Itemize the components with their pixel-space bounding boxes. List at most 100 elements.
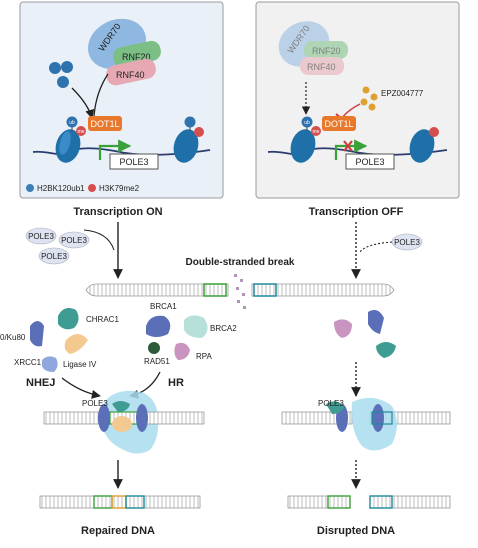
pole3-cloud-icon — [25, 227, 57, 245]
chrac1-floating — [376, 342, 396, 358]
pole3-label: POLE3 — [28, 232, 54, 241]
dna-strand — [32, 147, 211, 156]
ku-ring — [98, 404, 110, 432]
legend-me-swatch — [88, 184, 96, 192]
rad51-protein — [148, 342, 160, 354]
h3k79me2-mark — [194, 127, 204, 137]
repair-complex-right: POLE3 — [281, 397, 451, 451]
ligase-bound — [112, 416, 132, 432]
nucleosome-icon — [409, 129, 435, 163]
rnf20-label: RNF20 — [122, 52, 151, 62]
transcription-on-title: Transcription ON — [73, 206, 162, 218]
disrupted-proteins — [334, 310, 396, 358]
pole3-label: POLE3 — [41, 252, 67, 261]
pole3-gene — [109, 153, 159, 170]
legend-me-label: H3K79me2 — [99, 184, 140, 193]
pole3-recruit-arrow-dashed — [359, 241, 393, 253]
ku80-label: 0/Ku80 — [0, 333, 26, 342]
transcription-start-arrow — [98, 139, 132, 160]
transcription-off-title: Transcription OFF — [309, 206, 404, 218]
legend-ub-label: H2BK120ub1 — [37, 184, 85, 193]
dna-end-green — [327, 495, 351, 509]
h3k79me2-mark — [76, 126, 86, 136]
dot1l-enzyme — [88, 116, 122, 131]
brca2-protein — [184, 315, 208, 338]
ubiquitin-icon — [57, 76, 69, 88]
chrac1-bound — [112, 401, 130, 412]
pole3-cloud-left: POLE3 POLE3 POLE3 — [25, 227, 115, 265]
me-mark-label: me — [78, 129, 85, 135]
dna-end-teal — [125, 495, 145, 509]
nhej-arrow — [61, 377, 101, 399]
dot1l-label: DOT1L — [90, 119, 119, 129]
nucleosome-icon — [173, 129, 199, 163]
repaired-dna-label: Repaired DNA — [81, 525, 155, 537]
dna-end-green — [203, 283, 227, 297]
break-label: Double-stranded break — [186, 257, 295, 268]
disrupted-dna — [287, 495, 451, 509]
ligase-label: Ligase IV — [63, 360, 97, 369]
xrcc1-protein — [42, 356, 58, 372]
ku-ring — [372, 404, 384, 432]
pole3-gene-label: POLE3 — [119, 157, 148, 167]
rad51-label: RAD51 — [144, 357, 170, 366]
repaired-dna — [39, 495, 201, 509]
dna-repaired-strand — [39, 495, 201, 509]
hr-proteins: BRCA1 BRCA2 RAD51 RPA HR — [144, 302, 237, 389]
brca1-protein — [146, 315, 171, 337]
panel-transcription-on: WDR70 RNF20 RNF40 ub me DOT1L POLE3 — [19, 1, 224, 199]
ubiquitin-transfer-arrow — [71, 87, 95, 119]
rnf40-protein — [106, 58, 156, 86]
pole3-gene-label: POLE3 — [355, 157, 384, 167]
nucleosome-highlight — [59, 131, 71, 155]
h3k79me2-mark — [429, 127, 439, 137]
brca1-label: BRCA1 — [150, 302, 177, 311]
chrac1-bound — [326, 401, 344, 414]
transcription-start-arrow — [334, 139, 368, 160]
rpa-label: RPA — [196, 352, 213, 361]
complex-to-ub-arrow — [93, 73, 109, 117]
ligase-iv-protein — [64, 334, 88, 354]
rpa-floating — [334, 319, 352, 338]
brca2-label: BRCA2 — [210, 324, 237, 333]
ub-mark-label: ub — [69, 120, 75, 126]
rnf20-protein — [304, 41, 348, 59]
epz-molecule-icon — [368, 103, 376, 111]
ku-ring — [136, 404, 148, 432]
h2bk120ub1-mark — [301, 116, 313, 128]
repair-complex-left: POLE3 — [43, 390, 205, 454]
chrac1-protein — [58, 308, 79, 330]
dna-fragment-right — [251, 283, 395, 297]
pole3-cloud-icon — [58, 231, 90, 249]
ubiquitin-icon — [49, 62, 61, 74]
pole3-label: POLE3 — [61, 236, 87, 245]
epz-molecule-icon — [362, 86, 370, 94]
me-mark-label: me — [313, 129, 320, 135]
xrcc1-label: XRCC1 — [14, 358, 42, 367]
legend-ub-swatch — [26, 184, 34, 192]
ku80-floating — [368, 310, 384, 334]
h3k79me2-mark — [311, 126, 321, 136]
panel-transcription-off: WDR70 RNF20 RNF40 EPZ004777 ub me DOT1L … — [255, 1, 460, 199]
rpa-protein — [174, 342, 190, 360]
dna-fragment — [369, 495, 451, 509]
ku80-protein — [30, 321, 44, 347]
dna-end-teal — [253, 283, 277, 297]
dna-strand — [267, 147, 448, 156]
faded-complex: WDR70 RNF20 RNF40 — [278, 21, 348, 75]
pole3-label-right: POLE3 — [394, 238, 420, 247]
disrupted-dna-label: Disrupted DNA — [317, 525, 395, 537]
dna-end-teal — [371, 411, 393, 425]
inhibitor-label: EPZ004777 — [381, 89, 424, 98]
epz-molecule-icon — [370, 93, 378, 101]
chrac1-label: CHRAC1 — [86, 315, 119, 324]
dot1l-label: DOT1L — [324, 119, 353, 129]
rnf20-label: RNF20 — [312, 46, 341, 56]
pole3-complex-label: POLE3 — [318, 399, 344, 408]
nhej-label: NHEJ — [26, 377, 55, 389]
dna-fragment — [287, 495, 351, 509]
pole3-cloud-icon — [38, 247, 70, 265]
nhej-proteins: CHRAC1 0/Ku80 Ligase IV XRCC1 NHEJ — [0, 308, 119, 389]
pole3-gene — [345, 153, 395, 170]
rnf40-label: RNF40 — [116, 70, 145, 80]
